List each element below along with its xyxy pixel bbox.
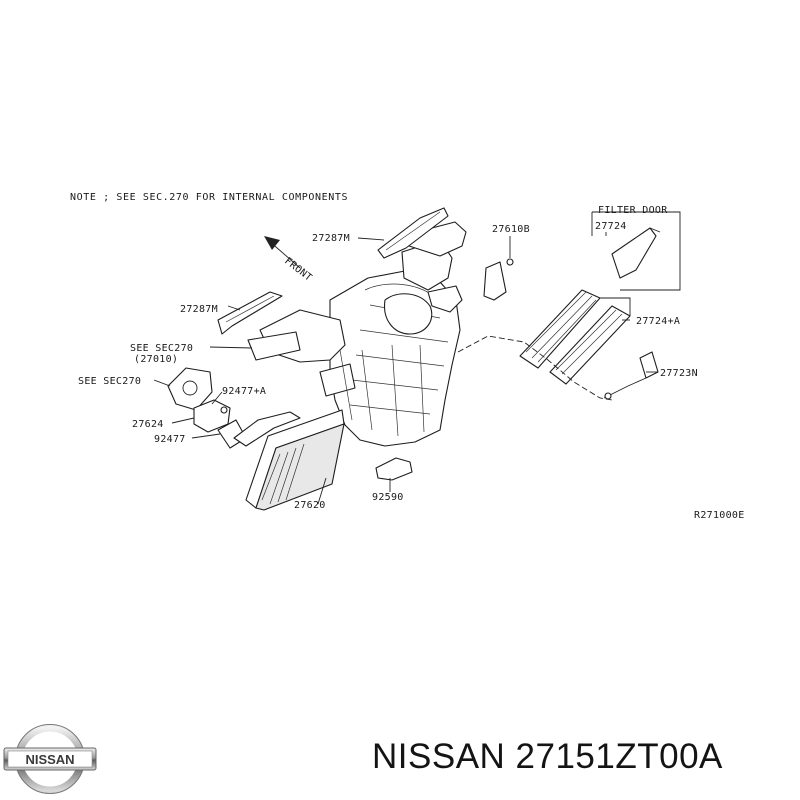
filter-cartridges — [519, 289, 631, 385]
drain-hose-92590 — [375, 457, 413, 481]
callout-27287m-top: 27287M — [312, 233, 350, 244]
heater-core-27620 — [245, 409, 345, 511]
callout-27624: 27624 — [132, 419, 164, 430]
callout-27620: 27620 — [294, 500, 326, 511]
callout-27724: 27724 — [595, 221, 627, 232]
bracket-27610b — [483, 258, 514, 301]
filter-pad-27287m-left — [217, 291, 283, 335]
callout-27723n: 27723N — [660, 368, 698, 379]
reference-code: R271000E — [694, 510, 745, 521]
sensor-27723n — [603, 351, 659, 400]
hose-92477 — [217, 406, 301, 449]
hvac-case — [247, 221, 467, 447]
front-arrow-icon: FRONT — [264, 236, 314, 284]
callout-sec-sub: (27010) — [134, 354, 178, 365]
wiring-harness — [457, 335, 613, 401]
callout-92477: 92477 — [154, 434, 186, 445]
callout-27287m-left: 27287M — [180, 304, 218, 315]
product-caption: NISSAN 27151ZT00A — [372, 737, 723, 776]
callout-27724a: 27724+A — [636, 316, 680, 327]
actuator-motor — [167, 367, 213, 411]
callout-92590: 92590 — [372, 492, 404, 503]
callout-see-sec270-a: SEE SEC270 — [130, 343, 193, 354]
diagram-note: NOTE ; SEE SEC.270 FOR INTERNAL COMPONEN… — [70, 192, 348, 203]
filter-door-label: FILTER DOOR — [598, 205, 668, 216]
callout-27610b: 27610B — [492, 224, 530, 235]
callout-92477a: 92477+A — [222, 386, 266, 397]
filter-pad-27287m-top — [377, 207, 449, 259]
callout-see-sec270-b: SEE SEC270 — [78, 376, 141, 387]
nissan-logo-icon: NISSAN — [3, 724, 97, 794]
svg-text:NISSAN: NISSAN — [25, 752, 74, 767]
filter-door-assembly — [591, 211, 681, 291]
front-label: FRONT — [282, 256, 314, 284]
leader-lines — [153, 232, 658, 505]
